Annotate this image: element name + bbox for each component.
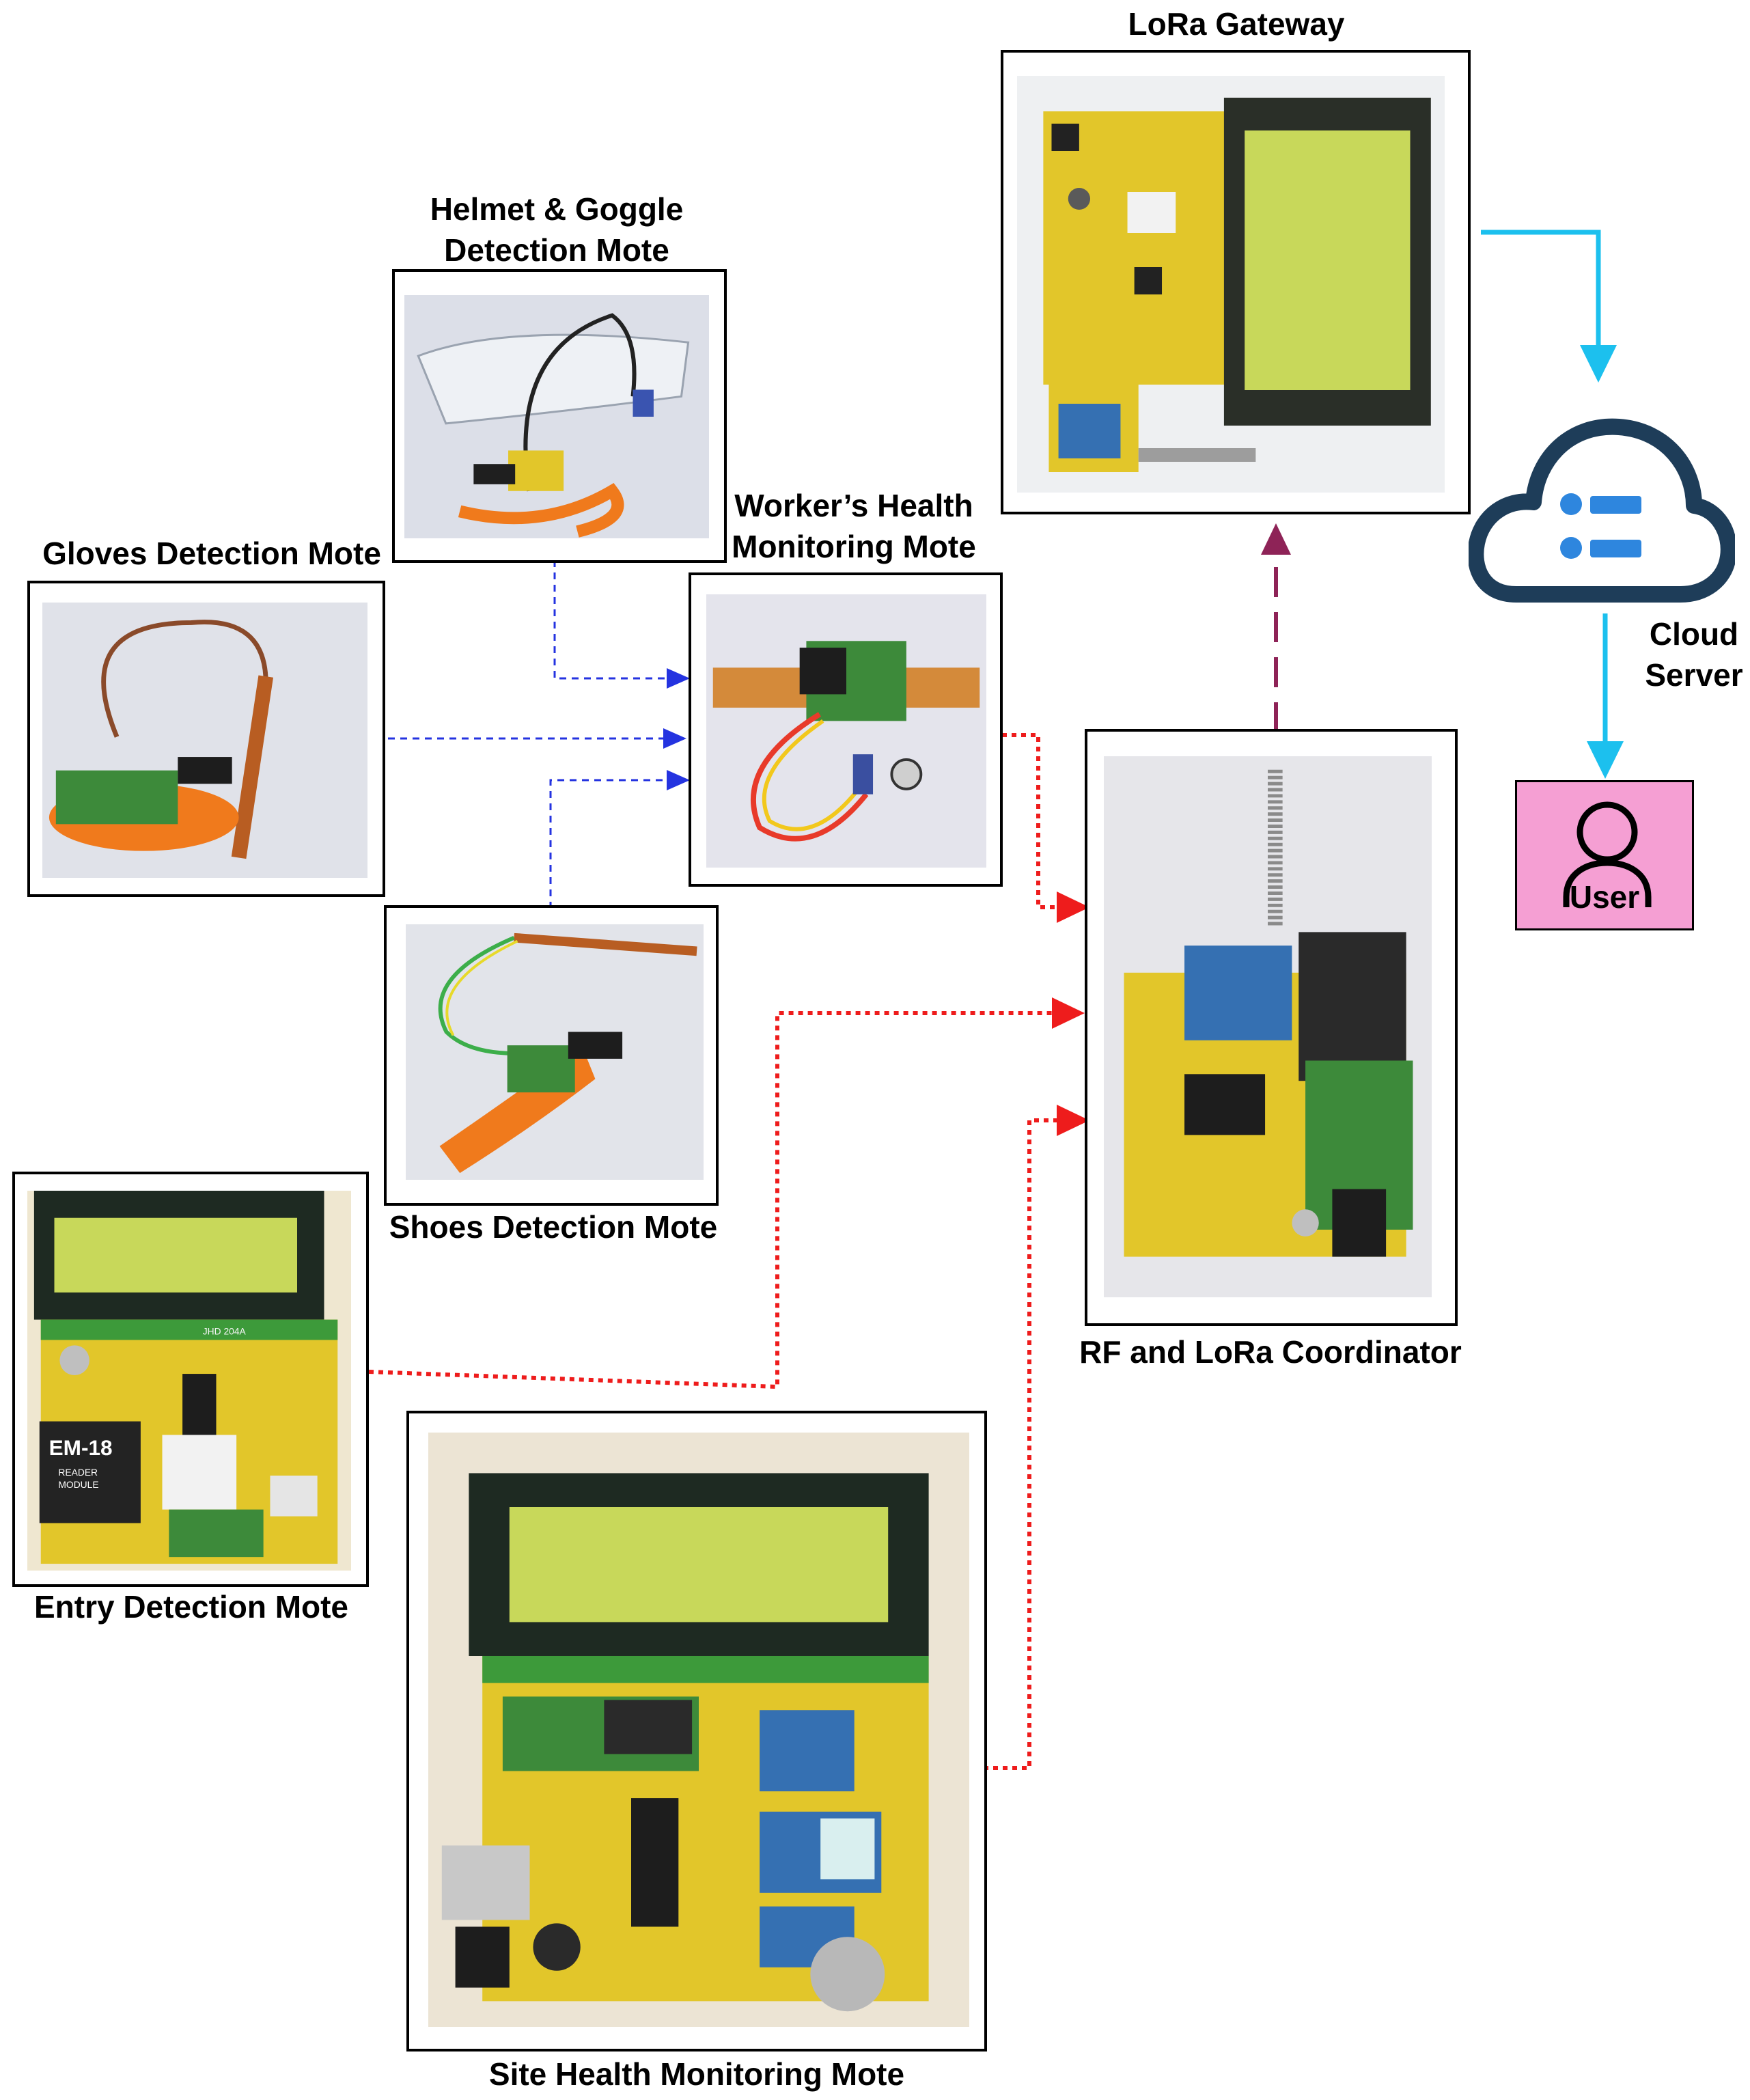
flex-sensor [514, 932, 697, 956]
pir-sensor [162, 1435, 237, 1510]
rf-module [1298, 932, 1406, 1081]
strap [458, 483, 624, 538]
helmet-goggle-frame [392, 269, 727, 563]
entry-to-coordinator-link [368, 1011, 1053, 1390]
site-health-photo [428, 1433, 969, 2027]
lcd-model-text: JHD 204A [203, 1325, 247, 1336]
user-label: User [1569, 879, 1640, 915]
worker-to-coordinator-link [1002, 733, 1057, 909]
lora-module [1184, 945, 1292, 1040]
em18-module-text: MODULE [58, 1479, 98, 1490]
lcd-screen [1245, 130, 1411, 390]
sensor-board [55, 770, 178, 825]
arrowhead [1587, 741, 1624, 779]
wire-loop [751, 712, 869, 842]
gloves-photo [42, 603, 367, 878]
arrowhead [667, 668, 690, 689]
arrowhead [1057, 1105, 1089, 1136]
rf-arrowheads [663, 668, 690, 790]
arrowhead [1057, 892, 1089, 923]
em18-module [39, 1421, 141, 1523]
helmet-to-worker-link [553, 560, 669, 680]
cloud-label-line1: Cloud [1649, 616, 1739, 652]
user-icon [1563, 801, 1652, 907]
sensor-board [508, 450, 564, 491]
coordinator-arrowheads [1052, 892, 1089, 1136]
server-dot [1560, 493, 1582, 515]
entry-label: Entry Detection Mote [33, 1589, 349, 1625]
coordinator-label: RF and LoRa Coordinator [1079, 1334, 1462, 1370]
entry-photo: JHD 204A EM-18 READER MODULE [27, 1191, 351, 1571]
shoes-frame [384, 905, 719, 1206]
lora-gateway-photo [1017, 76, 1445, 493]
lcd-screen [509, 1506, 889, 1622]
gloves-label: Gloves Detection Mote [42, 536, 381, 571]
coordinator-frame [1085, 729, 1458, 1326]
helmet-goggle-label-line1: Helmet & Goggle [430, 191, 684, 227]
workers-health-frame [689, 572, 1003, 887]
wire [523, 313, 637, 492]
site-health-frame [406, 1411, 987, 2051]
coordinator-photo [1104, 756, 1432, 1297]
shoes-label: Shoes Detection Mote [389, 1209, 718, 1245]
flex-sensor [231, 675, 274, 859]
helmet-goggle-label-line2: Detection Mote [444, 232, 669, 268]
user-box: User [1515, 780, 1694, 930]
cloud-server-icon [1469, 418, 1735, 603]
shoes-to-worker-link [549, 779, 669, 909]
flex-wire [101, 620, 268, 738]
gateway-to-cloud-link [1481, 230, 1601, 348]
wire [438, 935, 542, 1055]
site-health-label: Site Health Monitoring Mote [488, 2056, 905, 2092]
coordinator-links [368, 733, 1057, 1770]
gas-sensor [810, 1937, 885, 2012]
workers-health-label-line1: Worker’s Health [734, 488, 973, 523]
entry-frame: JHD 204A EM-18 READER MODULE [12, 1172, 369, 1587]
arrowhead [1052, 997, 1085, 1029]
helmet-goggle-photo [404, 295, 709, 538]
arrowhead [1580, 345, 1617, 383]
goggle-lens [417, 333, 690, 425]
workers-health-photo [706, 594, 986, 868]
server-dot [1560, 537, 1582, 559]
sensor-board [507, 1045, 575, 1093]
shoes-photo [406, 924, 704, 1180]
gloves-frame [27, 581, 385, 897]
site-to-coordinator-link [984, 1118, 1057, 1770]
lora-gateway-frame [1001, 50, 1471, 514]
workers-health-label-line2: Monitoring Mote [732, 529, 976, 564]
cloud-label-line2: Server [1645, 657, 1743, 693]
arrowhead [1261, 523, 1291, 555]
lcd-screen [54, 1217, 297, 1293]
arrowhead [667, 770, 690, 790]
rf-links [388, 560, 669, 909]
server-bar [1590, 496, 1641, 514]
server-bar [1590, 540, 1641, 557]
arrowhead [663, 728, 686, 749]
em18-reader-text: READER [58, 1467, 98, 1478]
lora-gateway-label: LoRa Gateway [1128, 6, 1345, 42]
em18-text: EM-18 [49, 1435, 113, 1460]
